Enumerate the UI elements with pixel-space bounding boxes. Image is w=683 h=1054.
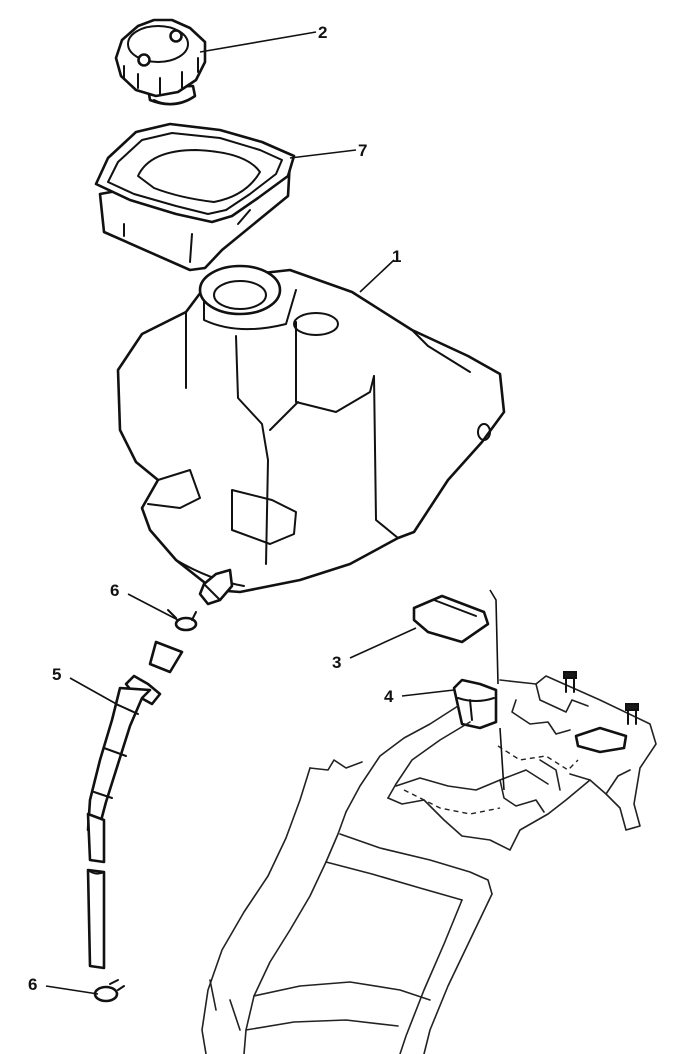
filler-strainer xyxy=(94,122,296,272)
callout-number: 3 xyxy=(332,653,341,672)
grommet xyxy=(452,678,498,730)
fuel-tank xyxy=(116,264,506,606)
leader-lines xyxy=(45,31,455,995)
callout-number: 1 xyxy=(392,247,401,266)
callout-number: 6 xyxy=(28,975,37,994)
callout-number: 4 xyxy=(384,687,394,706)
fuel-cap xyxy=(114,18,207,106)
callout-number: 2 xyxy=(318,23,327,42)
hose-clamp xyxy=(167,609,198,632)
fuel-hose xyxy=(86,640,184,970)
damper xyxy=(412,594,490,644)
callout-number: 5 xyxy=(52,665,61,684)
vehicle-frame xyxy=(201,671,657,1054)
callout-number: 7 xyxy=(358,141,367,160)
hose-clamp-lower xyxy=(93,979,125,1003)
callout-number: 6 xyxy=(110,581,119,600)
assembly-guide-lines xyxy=(489,589,505,791)
